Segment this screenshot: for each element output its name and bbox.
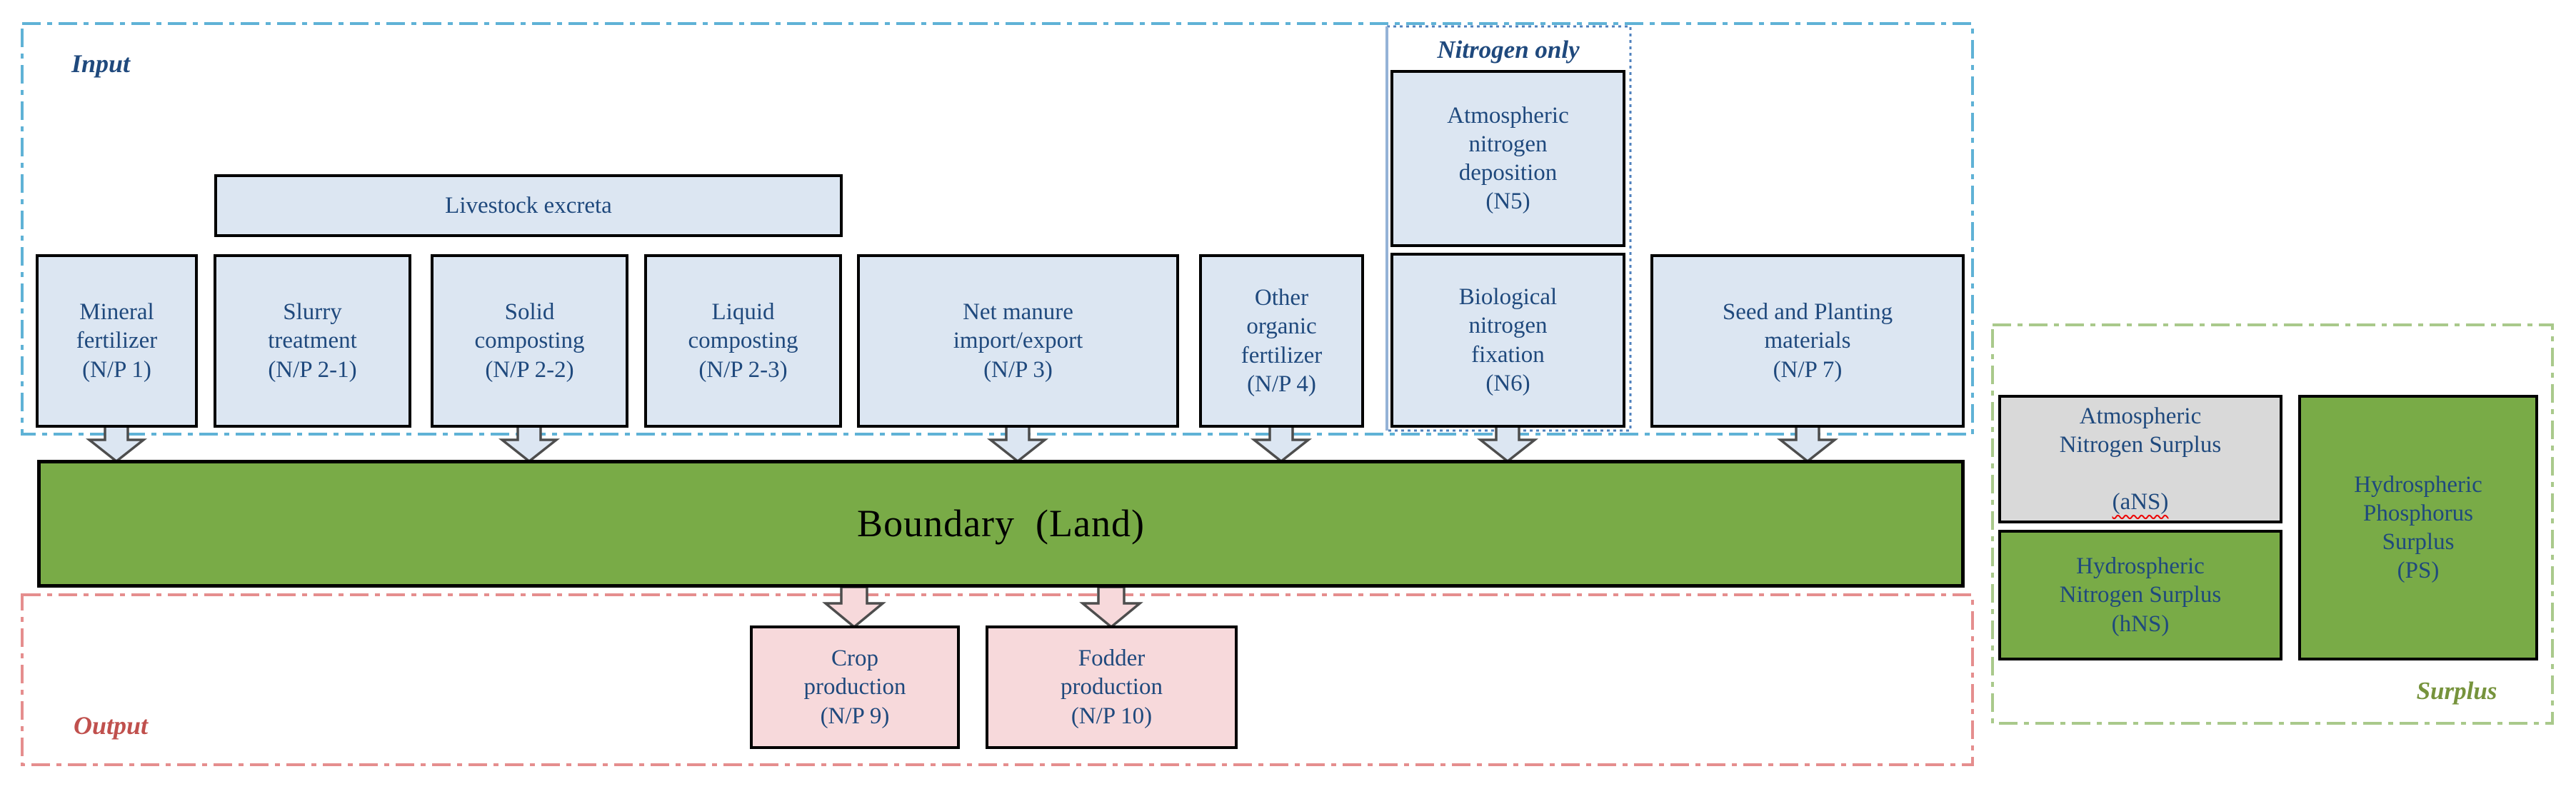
input-region-border xyxy=(21,22,1974,436)
node-livestock-excreta: Livestock excreta xyxy=(214,174,843,237)
node-seed-planting-materials: Seed and Planting materials (N/P 7) xyxy=(1650,254,1965,428)
atmospheric-nitrogen-surplus-code: (aNS) xyxy=(2112,489,2169,516)
node-atmospheric-nitrogen-deposition: Atmospheric nitrogen deposition (N5) xyxy=(1390,70,1625,247)
arrow-other-organic-to-boundary-icon xyxy=(1250,424,1313,463)
node-slurry-treatment: Slurry treatment (N/P 2-1) xyxy=(214,254,411,428)
arrow-net-manure-to-boundary-icon xyxy=(986,424,1049,463)
atmospheric-nitrogen-surplus-label: Atmospheric Nitrogen Surplus xyxy=(2059,403,2222,458)
node-hydrospheric-phosphorus-surplus: Hydrospheric Phosphorus Surplus (PS) xyxy=(2298,395,2538,660)
node-other-organic-fertilizer: Other organic fertilizer (N/P 4) xyxy=(1199,254,1364,428)
arrow-mineral-fertilizer-to-boundary-icon xyxy=(85,424,148,463)
input-region-label: Input xyxy=(71,49,131,78)
node-net-manure-import-export: Net manure import/export (N/P 3) xyxy=(857,254,1179,428)
node-atmospheric-nitrogen-surplus: Atmospheric Nitrogen Surplus (aNS) xyxy=(1998,395,2282,523)
surplus-region-label: Surplus xyxy=(2416,677,2497,705)
surplus-region-border xyxy=(1991,323,2554,725)
node-mineral-fertilizer: Mineral fertilizer (N/P 1) xyxy=(36,254,198,428)
arrow-solid-composting-to-boundary-icon xyxy=(498,424,561,463)
node-liquid-composting: Liquid composting (N/P 2-3) xyxy=(644,254,842,428)
output-region-border xyxy=(21,593,1974,766)
node-fodder-production: Fodder production (N/P 10) xyxy=(986,625,1238,749)
boundary-land-bar: Boundary (Land) xyxy=(37,460,1965,588)
arrow-seed-planting-to-boundary-icon xyxy=(1776,424,1839,463)
node-hydrospheric-nitrogen-surplus: Hydrospheric Nitrogen Surplus (hNS) xyxy=(1998,530,2282,660)
arrow-boundary-to-fodder-production-icon xyxy=(1079,586,1143,629)
node-crop-production: Crop production (N/P 9) xyxy=(750,625,960,749)
atmospheric-nitrogen-surplus-text: Atmospheric Nitrogen Surplus (aNS) xyxy=(2060,373,2221,546)
node-biological-nitrogen-fixation: Biological nitrogen fixation (N6) xyxy=(1390,253,1625,428)
node-solid-composting: Solid composting (N/P 2-2) xyxy=(431,254,628,428)
arrow-nitrogen-fixation-to-boundary-icon xyxy=(1476,424,1539,463)
output-region-label: Output xyxy=(74,711,149,740)
nitrogen-only-region-label: Nitrogen only xyxy=(1437,36,1580,64)
arrow-boundary-to-crop-production-icon xyxy=(822,586,886,629)
